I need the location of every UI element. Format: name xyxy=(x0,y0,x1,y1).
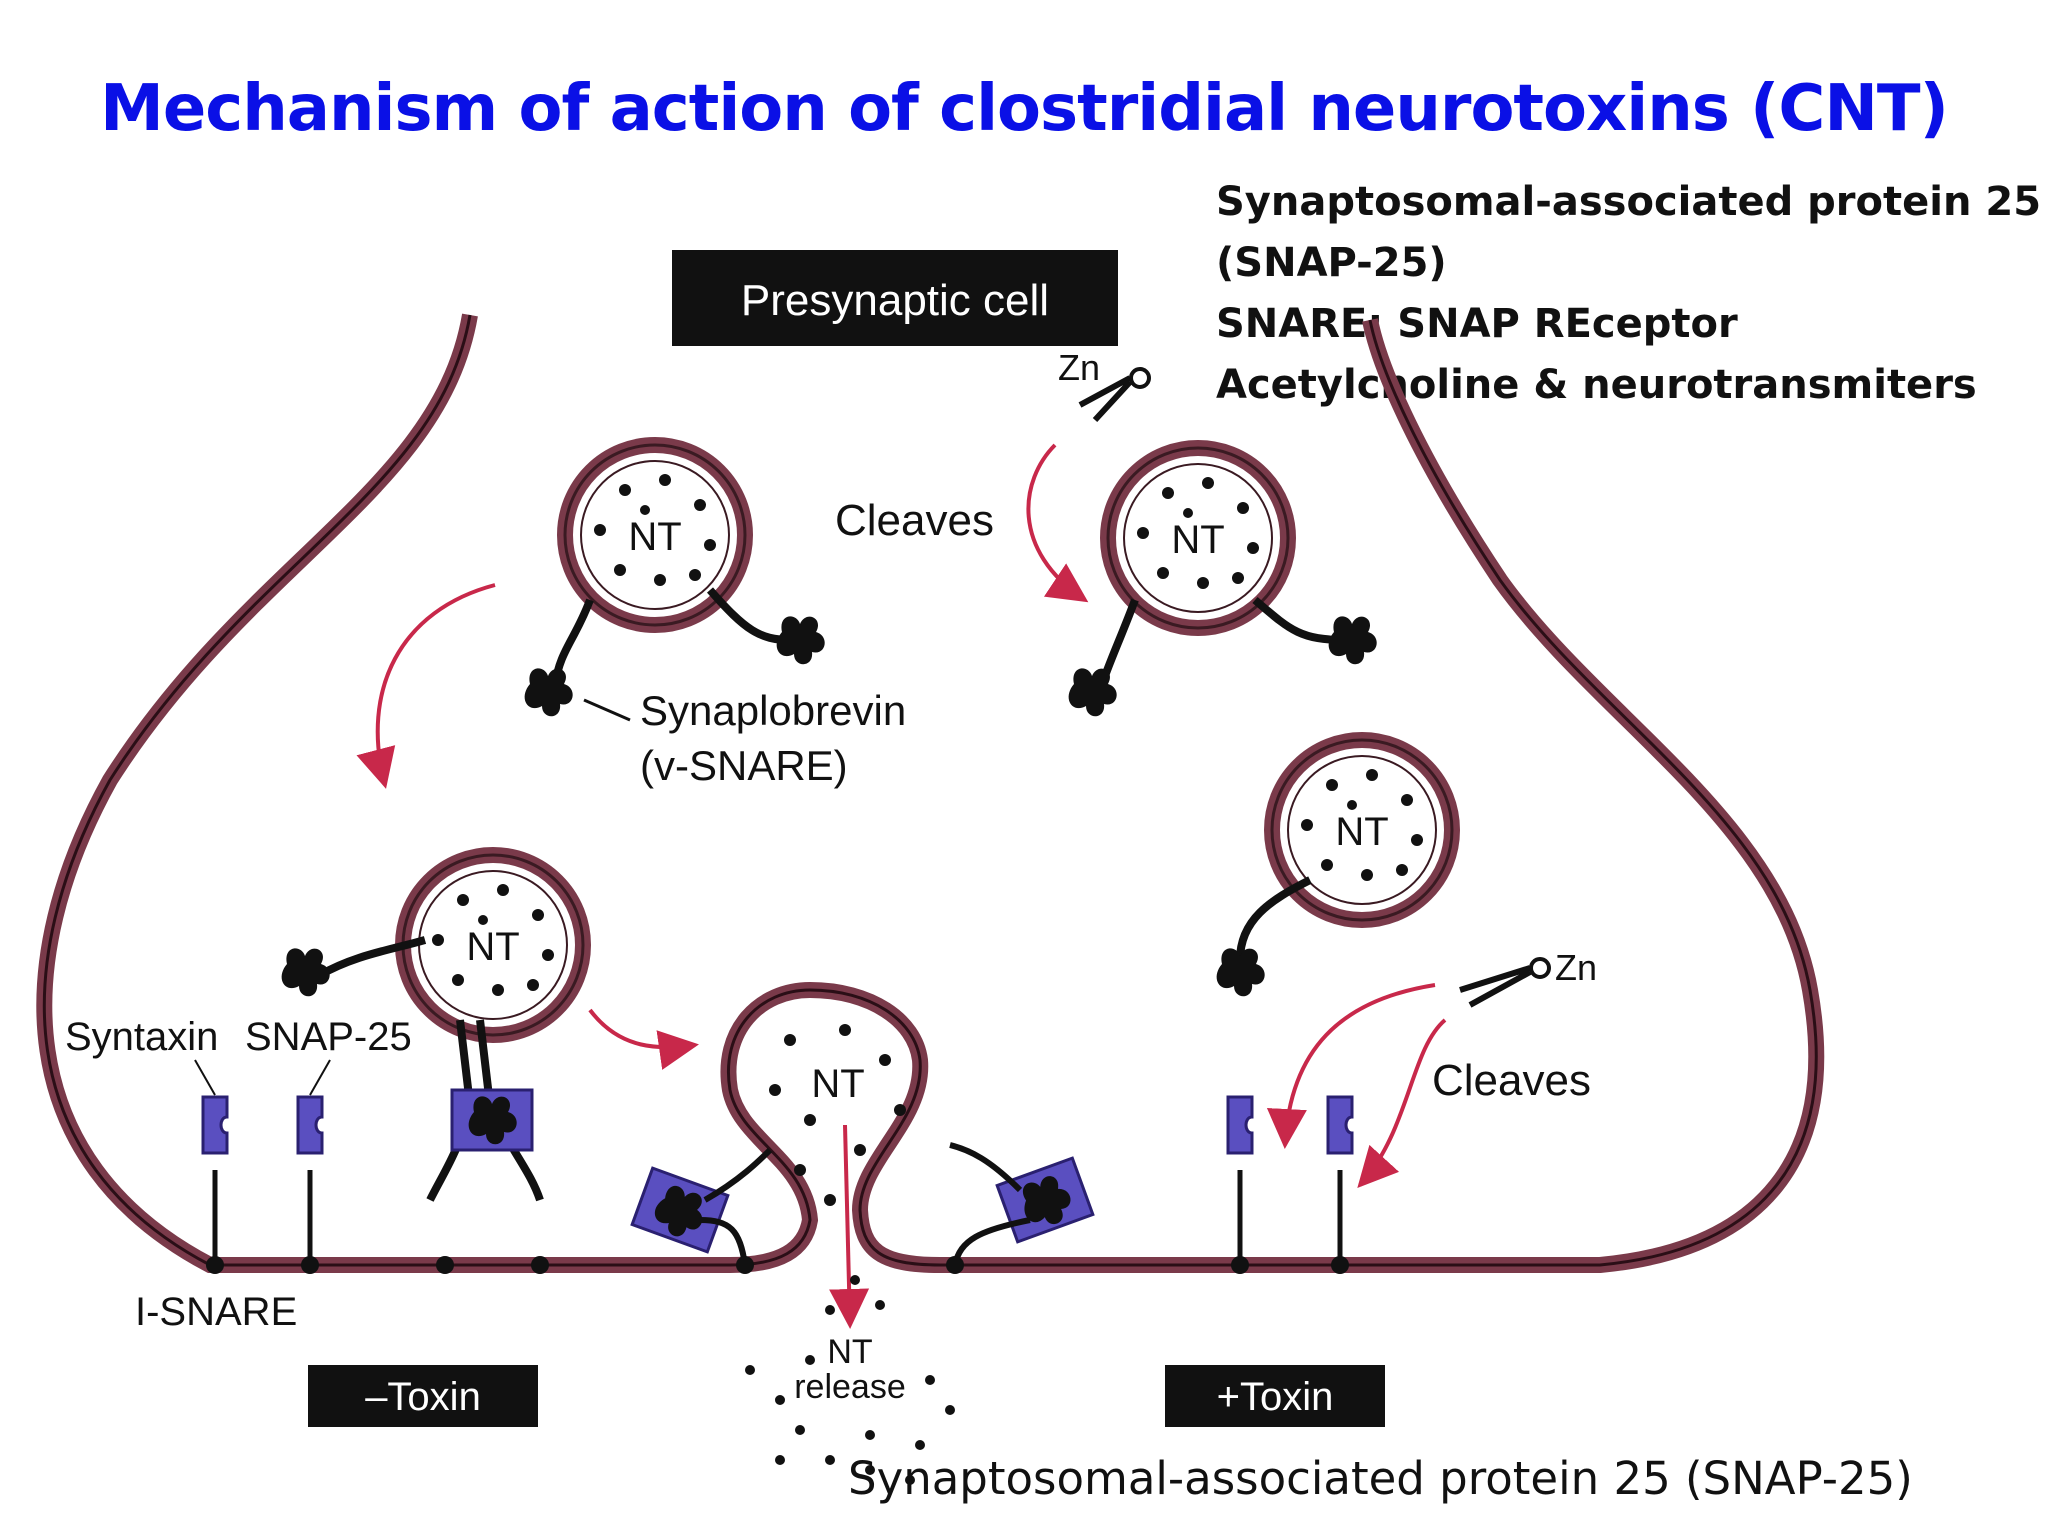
definitions-notes: Synaptosomal-associated protein 25 (SNAP… xyxy=(1216,172,2042,416)
neurotoxin-diagram: Presynaptic cell NT NT NT NT NT xyxy=(36,250,1825,1485)
footer-caption: Synaptosomal-associated protein 25 (SNAP… xyxy=(848,1452,1913,1505)
presynaptic-label-box xyxy=(672,250,1118,346)
syntaxin-label: Syntaxin xyxy=(65,1015,218,1059)
slide-title: Mechanism of action of clostridial neuro… xyxy=(100,72,1949,146)
svg-text:NT: NT xyxy=(1171,518,1224,562)
vesicle: NT xyxy=(565,445,745,625)
synaptobrevin-label: Synaplobrevin xyxy=(640,687,906,734)
zn-toxin-top: Zn xyxy=(1058,347,1151,423)
process-arrows xyxy=(356,443,1447,1329)
svg-text:Zn: Zn xyxy=(1555,947,1597,988)
zn-toxin-bottom: Zn xyxy=(1459,947,1597,1008)
svg-text:NT: NT xyxy=(466,925,519,969)
note-line: Synaptosomal-associated protein 25 xyxy=(1216,179,2042,225)
tsnare-label: I-SNARE xyxy=(135,1290,297,1334)
note-line: (SNAP-25) xyxy=(1216,240,1447,286)
presynaptic-membrane xyxy=(36,313,1825,1273)
svg-text:Zn: Zn xyxy=(1058,347,1100,388)
synaptobrevin-label-sub: (v-SNARE) xyxy=(640,742,848,789)
nt-release-label: NT xyxy=(827,1333,872,1371)
tsnare-proteins xyxy=(212,1170,1343,1265)
presynaptic-label: Presynaptic cell xyxy=(741,276,1049,325)
membrane-anchors xyxy=(206,1256,1349,1274)
vesicle: NT xyxy=(1108,448,1288,628)
snap25-protein xyxy=(201,1095,1354,1155)
nt-release-label-sub: release xyxy=(794,1368,906,1406)
fusing-vesicle: NT xyxy=(769,1024,906,1206)
vesicle: NT xyxy=(403,855,583,1035)
nt-release-dots xyxy=(745,1275,955,1485)
svg-text:NT: NT xyxy=(811,1062,864,1106)
svg-text:NT: NT xyxy=(628,515,681,559)
cleaves-label-top: Cleaves xyxy=(835,496,994,545)
vesicle: NT xyxy=(1272,740,1452,920)
note-line: SNARE: SNAP REceptor xyxy=(1216,301,1738,347)
cleaves-label-bottom: Cleaves xyxy=(1432,1056,1591,1105)
plus-toxin-label: +Toxin xyxy=(1217,1375,1334,1419)
minus-toxin-label: –Toxin xyxy=(365,1375,481,1419)
svg-text:NT: NT xyxy=(1335,810,1388,854)
snap25-label: SNAP-25 xyxy=(245,1015,412,1059)
note-line: Acetylcholine & neurotransmiters xyxy=(1216,362,1977,408)
snare-complex xyxy=(450,1088,1095,1254)
plus-toxin-box xyxy=(1165,1365,1385,1427)
minus-toxin-box xyxy=(308,1365,538,1427)
